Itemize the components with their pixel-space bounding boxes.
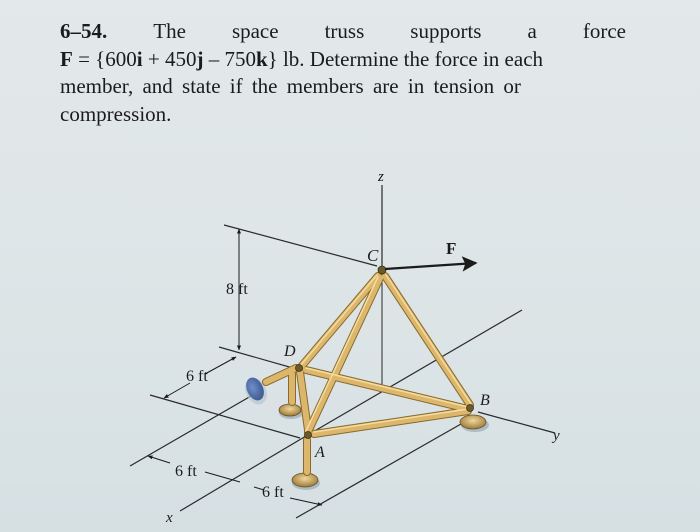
force-arrow-F xyxy=(384,256,478,272)
support-D-blue-socket xyxy=(245,377,267,405)
y-axis xyxy=(477,411,556,434)
reference-lines xyxy=(129,185,556,519)
truss-members xyxy=(262,272,474,476)
force-F-label: F xyxy=(446,239,456,258)
problem-statement: 6–54. The space truss supports a force F… xyxy=(60,18,626,128)
x-axis xyxy=(179,435,307,512)
word: space xyxy=(231,19,279,43)
joint-B xyxy=(466,404,474,412)
word: a xyxy=(527,19,537,43)
y-axis-label: y xyxy=(551,428,560,444)
joint-A xyxy=(304,431,312,439)
dim-6ft-upper-label: 6 ft xyxy=(186,368,208,385)
dim-8ft-label: 8 ft xyxy=(226,281,248,298)
joint-D-label: D xyxy=(283,343,296,360)
dimension-lines xyxy=(147,228,323,506)
force-expression: F = {600i + 450j – 750k} lb. Determine t… xyxy=(60,46,544,71)
z-axis-label: z xyxy=(377,169,384,185)
joints xyxy=(295,265,474,439)
joint-A-label: A xyxy=(314,444,325,461)
dim-6ft-lower-left-label: 6 ft xyxy=(175,463,197,480)
word: The xyxy=(153,19,186,43)
problem-number: 6–54. xyxy=(60,19,108,43)
joint-B-label: B xyxy=(480,392,490,409)
problem-line-1: 6–54. The space truss supports a force xyxy=(60,18,626,46)
support-D-pad xyxy=(278,403,303,419)
joint-C-label: C xyxy=(367,246,379,265)
dim-6ft-lower-right-label: 6 ft xyxy=(262,484,284,501)
problem-line-3: member, and state if the members are in … xyxy=(60,74,521,98)
word: supports xyxy=(410,19,482,43)
joint-C xyxy=(377,265,387,275)
support-A-pad xyxy=(291,472,320,490)
word: force xyxy=(582,19,626,43)
problem-line-4: compression. xyxy=(60,101,172,126)
support-B-pad xyxy=(459,414,489,432)
joint-D xyxy=(295,364,303,372)
problem-line-2: F = {600i + 450j – 750k} lb. Determine t… xyxy=(60,46,626,74)
x-axis-label: x xyxy=(165,510,173,526)
word: truss xyxy=(324,19,365,43)
